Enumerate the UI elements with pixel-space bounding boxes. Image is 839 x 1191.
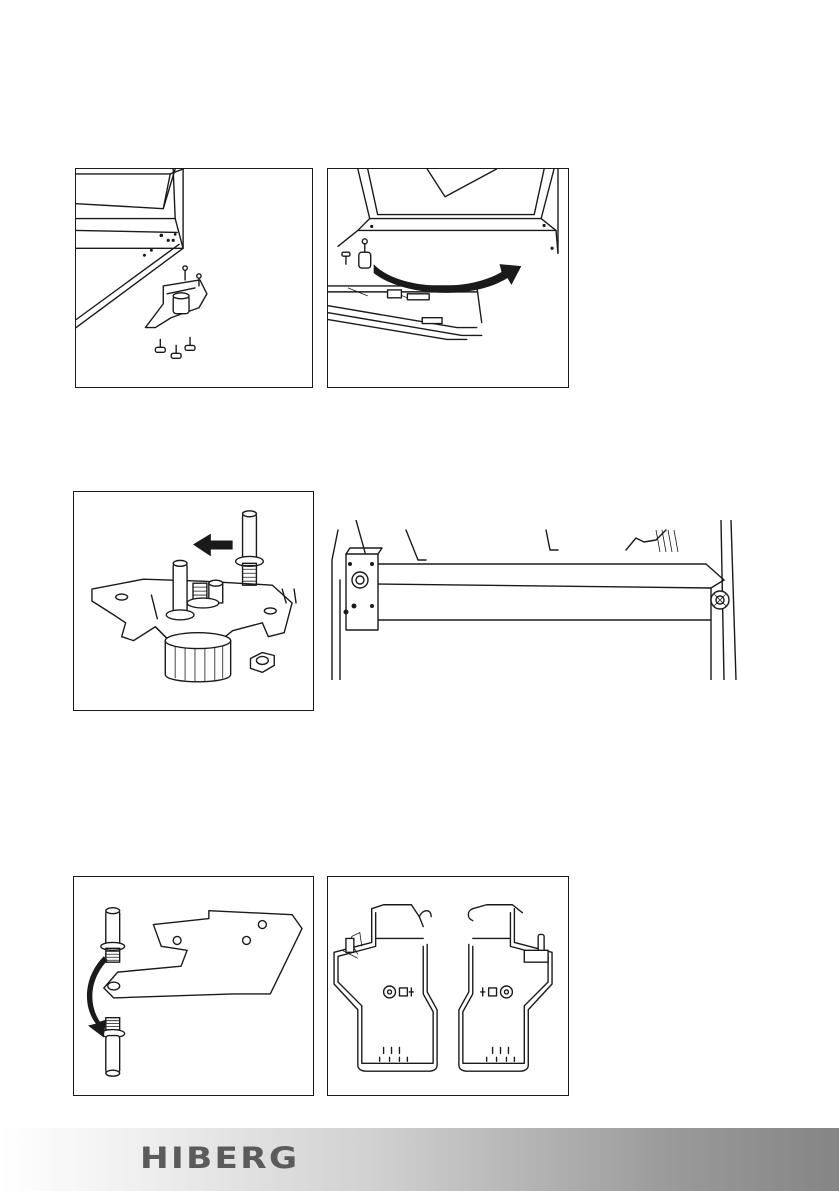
hinge-removal-illustration (76, 169, 312, 387)
figure-hinge-plates (327, 876, 569, 1096)
figure-hinge-pin-swap (73, 491, 314, 711)
screw-icon (342, 252, 350, 264)
figure-hinge-relocation (327, 168, 569, 388)
plate-pin-illustration (74, 877, 313, 1095)
frame-assembly-illustration (326, 520, 746, 680)
screw-icon (185, 337, 195, 350)
page-footer: HIBERG (0, 1128, 839, 1191)
figure-hinge-removal (75, 168, 313, 388)
curved-arrow-icon (374, 264, 522, 293)
hinge-relocation-illustration (328, 169, 568, 387)
curved-arrow-icon (87, 956, 108, 1037)
hinge-pin-swap-illustration (74, 492, 313, 710)
hinge-plates-illustration (328, 877, 568, 1095)
figure-plate-pin (73, 876, 314, 1096)
screw-icon (171, 345, 181, 358)
screw-icon (155, 339, 165, 352)
brand-logo: HIBERG (140, 1140, 299, 1176)
figure-frame-assembly (326, 520, 746, 680)
left-arrow-icon (193, 534, 233, 557)
